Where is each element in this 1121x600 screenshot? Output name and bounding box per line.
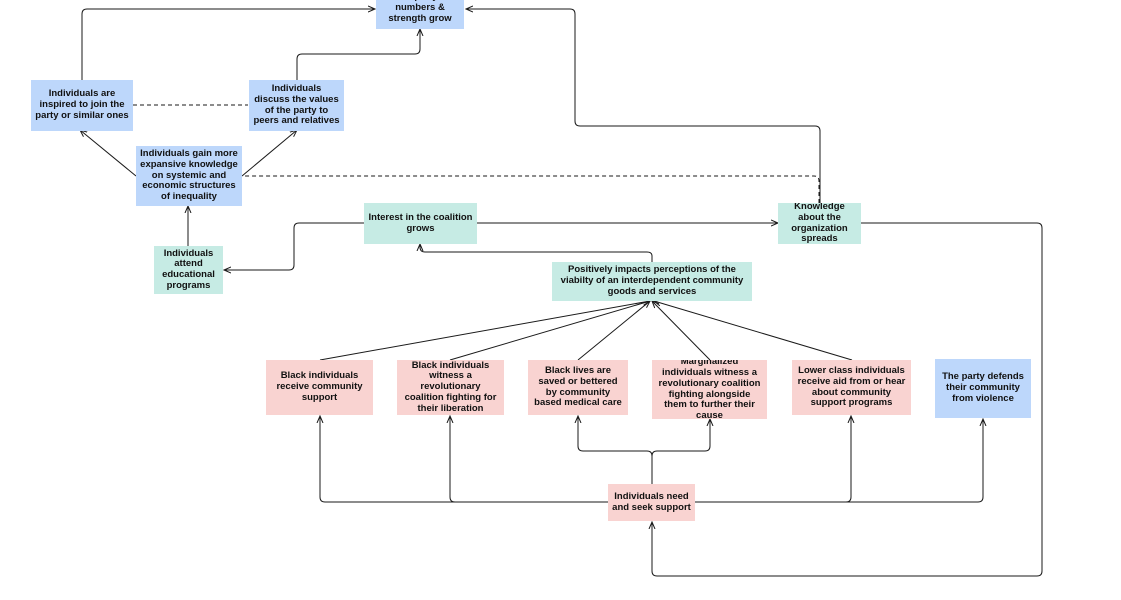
- node-marginalized-witness-label: Marginalized individuals witness a revol…: [658, 360, 761, 419]
- node-receive-support-label: Black individuals receive community supp…: [276, 370, 363, 403]
- node-positive-impacts: Positively impacts perceptions of the vi…: [552, 262, 752, 301]
- node-marginalized-witness: Marginalized individuals witness a revol…: [652, 360, 767, 419]
- node-party-grows: The party's numbers & strength grow: [376, 0, 464, 29]
- edge-interest-to-attend: [224, 222, 364, 270]
- node-party-grows-label: The party's numbers & strength grow: [388, 0, 452, 24]
- node-lives-saved: Black lives are saved or bettered by com…: [528, 360, 628, 415]
- node-witness-liberation-label: Black individuals witness a revolutionar…: [404, 360, 497, 414]
- node-gain-knowledge-label: Individuals gain more expansive knowledg…: [140, 148, 238, 203]
- edge-gain-to-inspired: [80, 130, 137, 177]
- edge-inspired-to-party: [81, 9, 375, 80]
- edge-lowerclass-to-impacts: [654, 301, 853, 361]
- edge-need-to-liberation: [450, 416, 608, 503]
- node-attend-programs: Individuals attend educational programs: [154, 246, 223, 294]
- node-interest-grows: Interest in the coalition grows: [364, 203, 477, 244]
- node-need-support-label: Individuals need and seek support: [612, 490, 691, 513]
- node-inspired-join: Individuals are inspired to join the par…: [31, 80, 133, 131]
- edge-knowledge-to-party: [466, 9, 821, 203]
- node-inspired-join-label: Individuals are inspired to join the par…: [35, 88, 129, 121]
- node-lower-class-aid-label: Lower class individuals receive aid from…: [797, 365, 906, 409]
- edge-lives-to-impacts: [577, 301, 650, 361]
- node-party-defends-label: The party defends their community from v…: [942, 371, 1024, 404]
- edge-need-to-support: [320, 416, 608, 503]
- edge-spreads-gain-dashed: [242, 175, 820, 203]
- edge-spreads-to-need: [652, 222, 1043, 577]
- edge-support-to-impacts: [319, 301, 650, 361]
- edge-gain-to-discuss: [241, 130, 297, 177]
- node-gain-knowledge: Individuals gain more expansive knowledg…: [136, 146, 242, 206]
- node-discuss-values: Individuals discuss the values of the pa…: [249, 80, 344, 131]
- edge-liberation-to-impacts: [449, 301, 650, 361]
- node-lives-saved-label: Black lives are saved or bettered by com…: [534, 365, 622, 409]
- node-lower-class-aid: Lower class individuals receive aid from…: [792, 360, 911, 415]
- node-knowledge-spreads: Knowledge about the organization spreads: [778, 203, 861, 244]
- node-interest-grows-label: Interest in the coalition grows: [368, 211, 473, 234]
- edge-need-to-marginalized: [651, 419, 710, 484]
- edge-impacts-to-interest: [420, 244, 653, 262]
- node-knowledge-spreads-label: Knowledge about the organization spreads: [791, 203, 848, 244]
- node-witness-liberation: Black individuals witness a revolutionar…: [397, 360, 504, 415]
- node-discuss-values-label: Individuals discuss the values of the pa…: [253, 83, 340, 127]
- edge-marginalized-to-impacts: [652, 301, 711, 361]
- node-need-support: Individuals need and seek support: [608, 484, 695, 521]
- edge-need-to-defends: [695, 419, 983, 503]
- node-positive-impacts-label: Positively impacts perceptions of the vi…: [560, 264, 744, 297]
- node-receive-support: Black individuals receive community supp…: [266, 360, 373, 415]
- edge-need-to-lowerclass: [695, 416, 851, 503]
- node-attend-programs-label: Individuals attend educational programs: [162, 247, 215, 291]
- edge-need-to-lives: [578, 416, 653, 484]
- node-party-defends: The party defends their community from v…: [935, 359, 1031, 418]
- edge-discuss-to-party: [296, 29, 420, 80]
